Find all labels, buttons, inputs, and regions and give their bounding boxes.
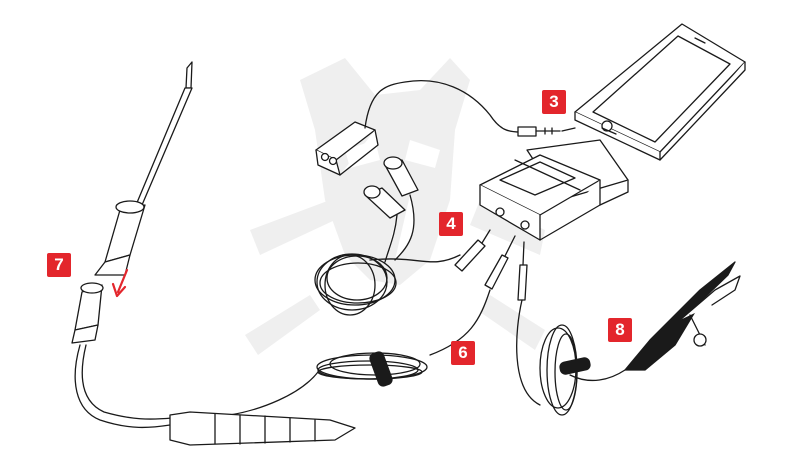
callout-7-badge: 7 (47, 253, 71, 277)
probe-arrow (116, 268, 129, 294)
probe-arrow-head (111, 282, 127, 298)
earphone-cable-coil (314, 253, 461, 316)
splitter-plug (517, 126, 561, 137)
probe-tip-sleeve (71, 282, 104, 344)
probe-stylus (94, 61, 193, 276)
smartphone (574, 23, 746, 161)
coil-strap (369, 351, 393, 387)
probe-lead-cable (74, 344, 173, 429)
dock-cable-to-phone (561, 127, 576, 132)
earphones (363, 156, 419, 263)
callout-6-badge: 6 (451, 341, 475, 365)
coiled-test-lead (229, 289, 491, 416)
earphone-plug (454, 229, 491, 272)
headphone-splitter-jacks (484, 235, 528, 301)
callout-4-badge: 4 (439, 212, 463, 236)
probe-handle (169, 411, 356, 446)
clip-lead-strap (559, 357, 591, 375)
callout-8-badge: 8 (608, 318, 632, 342)
splitter-cable (364, 80, 521, 133)
headset-splitter-adapter (315, 121, 379, 176)
callout-3-badge: 3 (542, 90, 566, 114)
audio-interface-dock (479, 139, 629, 241)
crocodile-clip (624, 261, 741, 371)
watermark-logo (245, 58, 545, 355)
